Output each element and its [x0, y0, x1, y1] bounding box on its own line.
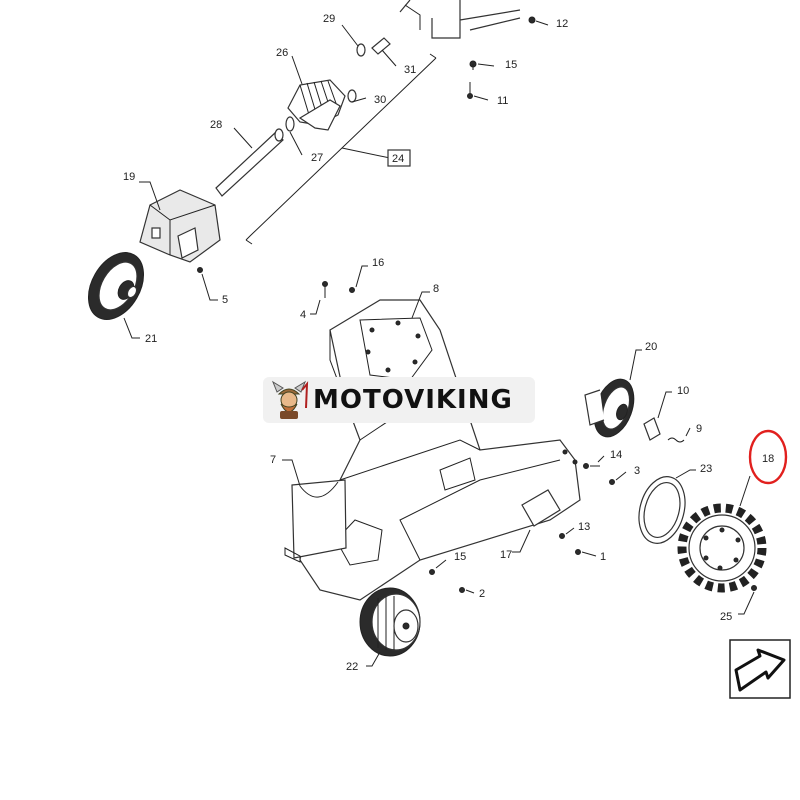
watermark-banner: MOTOVIKING	[263, 377, 535, 423]
leader-14	[597, 455, 605, 463]
callout-30: 30	[374, 94, 386, 106]
callout-27: 27	[311, 152, 323, 164]
leader-22	[366, 651, 381, 667]
leader-24	[341, 147, 391, 159]
leader-1	[581, 551, 597, 557]
leader-3	[615, 471, 627, 481]
leader-12	[535, 20, 549, 26]
callout-21: 21	[145, 333, 157, 345]
leader-9	[685, 427, 691, 437]
leader-2	[465, 589, 475, 594]
leader-26	[291, 55, 303, 85]
leader-11	[473, 95, 489, 101]
wear-pad-17	[521, 489, 561, 527]
callout-2: 2	[479, 588, 485, 600]
leader-27	[289, 131, 303, 156]
highlight-circle	[748, 429, 788, 485]
callout-23: 23	[700, 463, 712, 475]
leader-28	[233, 127, 253, 149]
callout-4: 4	[300, 309, 306, 321]
callout-3: 3	[634, 465, 640, 477]
callout-29: 29	[323, 13, 335, 25]
leader-30	[351, 97, 367, 103]
tension-spring	[287, 79, 357, 131]
callout-31: 31	[404, 64, 416, 76]
callout-12: 12	[556, 18, 568, 30]
leader-13	[565, 527, 575, 535]
callout-20: 20	[645, 341, 657, 353]
callout-18: 18	[762, 453, 774, 465]
watermark-text: MOTOVIKING	[313, 385, 513, 415]
leader-15-top	[477, 63, 495, 67]
group-bracket-24	[245, 57, 437, 241]
rod-28	[215, 128, 284, 197]
callout-24: 24	[392, 153, 404, 165]
next-page-arrow-icon[interactable]	[729, 639, 791, 699]
callout-24-box	[387, 149, 411, 167]
callout-17: 17	[500, 549, 512, 561]
leader-4	[310, 299, 321, 315]
callout-7: 7	[270, 454, 276, 466]
callout-8: 8	[433, 283, 439, 295]
roller-20	[584, 378, 635, 438]
callout-22: 22	[346, 661, 358, 673]
callout-11: 11	[497, 95, 508, 107]
callout-15-bottom: 15	[454, 551, 466, 563]
leader-16	[355, 265, 368, 288]
leader-25	[738, 591, 755, 615]
callout-16: 16	[372, 257, 384, 269]
spacer-ring-23	[638, 476, 686, 544]
leader-20	[629, 349, 642, 381]
top-bracket	[399, 0, 536, 99]
drive-sprocket-18	[677, 503, 767, 593]
leader-19	[139, 181, 161, 211]
mount-plate-7	[284, 479, 347, 563]
leader-31	[381, 49, 397, 67]
leader-17	[512, 529, 531, 553]
clip-10	[643, 417, 661, 441]
callout-19: 19	[123, 171, 135, 183]
spring-clip-9	[667, 437, 685, 443]
callout-26: 26	[276, 47, 288, 59]
leader-10	[657, 391, 672, 419]
leader-15-bottom	[435, 559, 447, 569]
washer-29	[356, 43, 366, 57]
washer-27	[285, 116, 295, 132]
track-frame	[299, 299, 581, 601]
callout-15-top: 15	[505, 59, 517, 71]
leader-21	[123, 317, 140, 339]
leader-23	[675, 469, 696, 479]
leader-8	[411, 291, 430, 319]
leader-7	[282, 459, 301, 487]
callout-25: 25	[720, 611, 732, 623]
viking-mascot-icon	[271, 380, 309, 419]
callout-9: 9	[696, 423, 702, 435]
callout-28: 28	[210, 119, 222, 131]
callout-10: 10	[677, 385, 689, 397]
drive-motor-22	[359, 587, 421, 657]
callout-1: 1	[600, 551, 606, 563]
callout-13: 13	[578, 521, 590, 533]
leader-5	[201, 273, 218, 301]
callout-14: 14	[610, 449, 622, 461]
idler-wheel-21	[88, 252, 144, 320]
callout-5: 5	[222, 294, 228, 306]
leader-18	[739, 475, 751, 507]
idler-yoke	[139, 189, 221, 263]
leader-29	[341, 24, 359, 47]
pin-31	[371, 37, 391, 55]
